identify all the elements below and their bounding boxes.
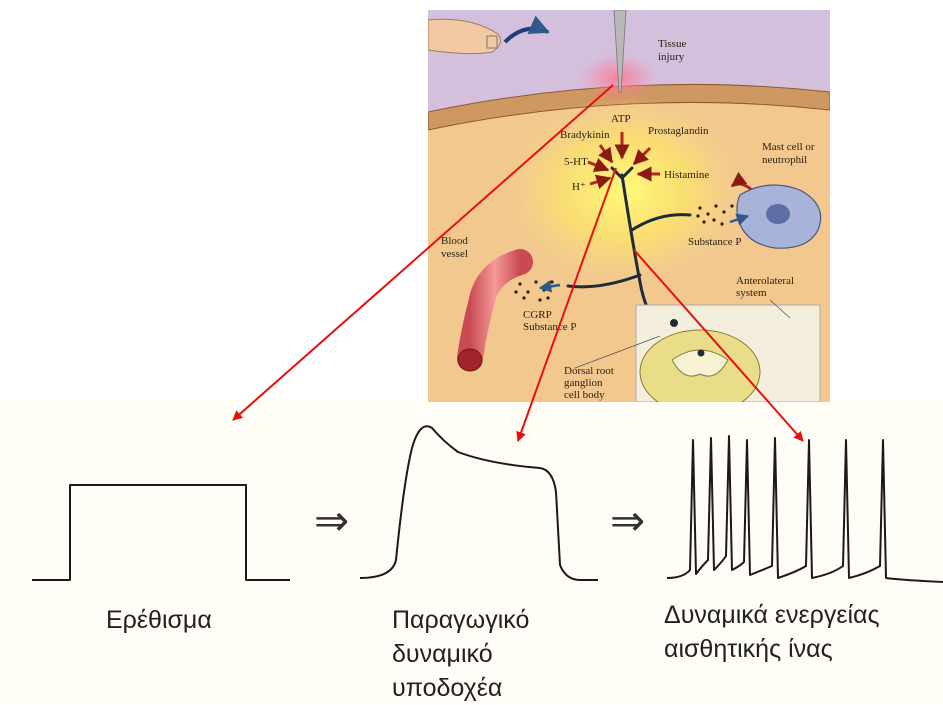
label-prostaglandin: Prostaglandin [648,125,709,137]
implies-arrow-1-icon: ⇒ [314,496,349,545]
label-h-plus: H⁺ [572,181,586,193]
mast-cell-nucleus [766,204,790,224]
caption-receptor-line-1: Παραγωγικό [392,603,529,637]
caption-receptor-line-2: δυναμικό [392,637,529,671]
caption-action-line-1: Δυναμικά ενεργείας [664,598,880,632]
label-bradykinin: Bradykinin [560,129,610,141]
label-5ht: 5-HT [564,156,588,168]
dorsal-horn-neuron [698,350,705,357]
caption-stimulus: Ερέθισμα [106,603,212,637]
implies-arrow-2-icon: ⇒ [610,496,645,545]
vessel-lumen [458,349,482,371]
label-histamine: Histamine [664,169,709,181]
ganglion-cell-body [670,319,678,327]
caption-receptor-potential: Παραγωγικό δυναμικό υποδοχέα [392,603,529,705]
caption-action-potentials: Δυναμικά ενεργείας αισθητικής ίνας [664,598,880,666]
caption-receptor-line-3: υποδοχέα [392,671,529,705]
caption-stimulus-line: Ερέθισμα [106,603,212,637]
caption-action-line-2: αισθητικής ίνας [664,632,880,666]
label-atp: ATP [611,113,631,125]
label-substance-p: Substance P [688,236,741,248]
